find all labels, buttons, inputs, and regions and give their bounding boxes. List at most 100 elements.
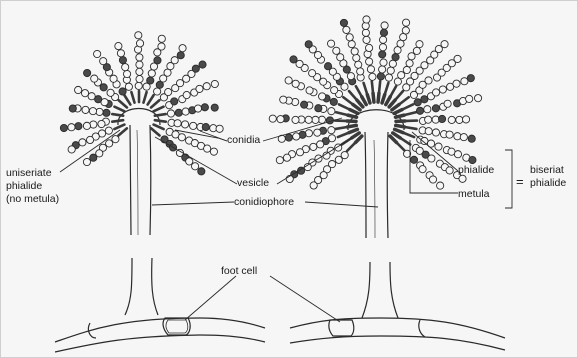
conidium [328,108,335,115]
conidium [283,154,290,161]
conidium [94,50,101,57]
conidium [293,133,300,140]
metula [393,133,401,138]
conidium [400,33,407,40]
conidium [100,58,107,65]
conidium [379,66,386,73]
conidium [466,95,473,102]
metula [352,133,360,138]
metula [347,125,356,127]
phialide [155,120,166,122]
conidium [210,148,217,155]
conidium [330,98,337,105]
conidium [202,123,209,130]
label-biseriate-phialide: biseriat phialide [530,164,578,190]
label-conidiophore: conidiophore [234,196,294,209]
metula [395,129,403,132]
conidium [276,157,283,164]
metula [367,94,370,103]
phialide [124,95,130,104]
conidium [454,55,461,62]
conidium [81,90,88,97]
conidium [167,110,174,117]
conidium [135,82,142,89]
conidium [310,182,317,189]
conidium [474,95,481,102]
conidium [446,131,453,138]
conidium [198,168,205,175]
label-phialide: phialide [458,164,494,177]
conidium [357,68,364,75]
conidium [136,75,143,82]
conidium [414,99,421,106]
metula [382,94,385,103]
uniseriate-lower-stalk [125,258,158,315]
label-uniseriate-line2: phialide [6,180,86,193]
conidium [89,108,96,115]
phialide [401,138,410,144]
conidium [428,155,435,162]
phialide [349,91,356,99]
phialide [114,125,124,130]
metula [353,104,360,109]
conidium [136,54,143,61]
conidium [119,57,126,64]
conidium [75,123,82,130]
conidium [190,122,197,129]
conidium [346,34,353,41]
conidium [285,77,292,84]
conidium [380,59,387,66]
conidium [327,40,334,47]
conidium [425,77,432,84]
metula [392,104,399,109]
conidium [448,116,455,123]
metula [386,97,390,105]
metula [373,93,374,102]
conidium [331,87,338,94]
conidium [182,108,189,115]
conidium [201,104,208,111]
conidium [158,43,165,50]
conidium [199,61,206,68]
conidium [211,104,218,111]
phialide [343,97,352,104]
conidium [363,36,370,43]
conidium [292,80,299,87]
conidium [402,27,409,34]
conidium [178,134,185,141]
conidium [191,163,198,170]
conidium [315,105,322,112]
conidium [413,47,420,54]
conidium [211,80,218,87]
phialide [356,86,361,96]
label-uniseriate-phialide: uniseriate phialide (no metula) [6,167,86,206]
conidium [310,143,317,150]
phialide [338,133,348,137]
conidium [171,98,178,105]
right-hypha [290,318,505,350]
biseriate-stalk [365,132,388,238]
phialide [405,112,416,115]
conidium [363,16,370,23]
conidium [105,127,112,134]
conidium [380,29,387,36]
conidium [377,73,384,80]
phialide [347,143,355,151]
conidium [454,151,461,158]
phialide [364,83,367,93]
conidium [192,65,199,72]
conidium [106,140,113,147]
conidium [379,51,386,58]
label-biseriate-line2: phialide [530,177,578,190]
conidium [69,105,76,112]
metula [362,97,366,105]
conidium [439,86,446,93]
conidium [115,42,122,49]
phialide [400,97,409,104]
conidium [90,154,97,161]
conidium [319,93,326,100]
conidium [365,44,372,51]
conidium [402,19,409,26]
conidium [369,73,376,80]
